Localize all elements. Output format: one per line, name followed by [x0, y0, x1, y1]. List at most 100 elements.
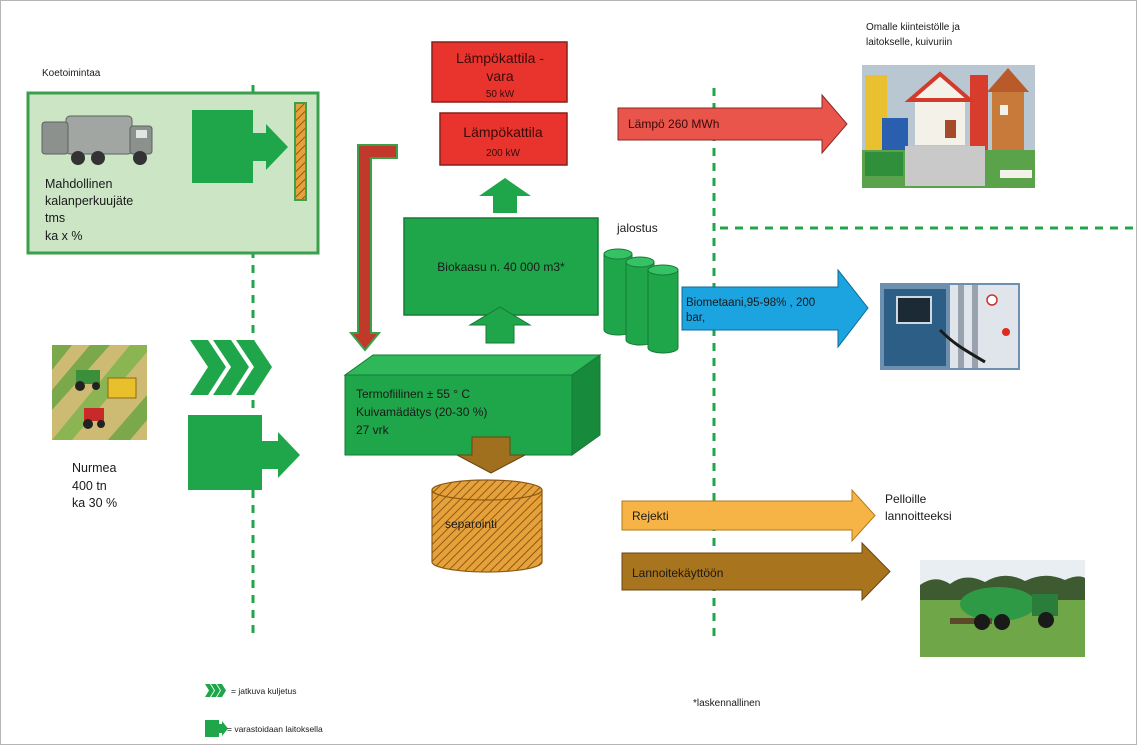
main-boiler-power: 200 kW	[486, 148, 520, 159]
lego-fence	[1000, 170, 1032, 178]
biogas-label: Biokaasu n. 40 000 m3*	[437, 260, 565, 274]
grass-line: Nurmea	[72, 461, 117, 475]
lego-house-roof	[904, 71, 976, 102]
trial-feedstock-line: kalanperkuujäte	[45, 194, 133, 208]
field-stripe	[108, 395, 147, 440]
gas-tank-top	[647, 264, 679, 276]
trial-feedstock-line: Mahdollinen	[45, 177, 112, 191]
tractor-wheel	[92, 382, 100, 390]
digester-front-face	[344, 374, 573, 456]
lego-house-photo	[862, 65, 1035, 188]
gas-tank-top	[603, 248, 633, 260]
reject-output-label: Rejekti	[632, 509, 669, 523]
legend-continuous-label: = jatkuva kuljetus	[231, 686, 296, 696]
upgrading-label: jalostus	[616, 221, 658, 235]
digester-top-face	[343, 354, 602, 376]
lego-tower-roof	[987, 68, 1029, 92]
emergency-button	[1002, 328, 1010, 336]
digester-to-biogas-arrow	[468, 306, 532, 344]
digester-line: 27 vrk	[356, 423, 390, 437]
reject-output-arrow	[621, 488, 876, 543]
biomethane-output-label: bar,	[686, 312, 705, 324]
digestate-down-arrow	[456, 436, 526, 474]
separation-tank	[431, 479, 543, 573]
slurry-tank	[960, 587, 1036, 621]
lego-tower	[992, 92, 1024, 150]
main-boiler-title: Lämpökattila	[463, 124, 543, 140]
storage-block-arrow-icon	[205, 720, 228, 737]
green-tractor	[76, 370, 100, 384]
tractor-wheel	[83, 419, 93, 429]
chevron-icon	[190, 340, 226, 395]
truck-rear	[41, 121, 69, 155]
gas-tank	[647, 269, 679, 354]
garbage-truck-icon	[41, 115, 153, 165]
digester-block	[343, 354, 602, 456]
continuous-transport-chevrons	[190, 340, 272, 395]
reserve-boiler-box	[431, 41, 568, 103]
field-stripe	[52, 345, 72, 370]
red-tractor	[84, 408, 104, 421]
yellow-trailer	[107, 377, 137, 399]
separation-tank-body	[431, 489, 543, 573]
warning-sign	[986, 294, 998, 306]
tractor-wheel	[97, 420, 105, 428]
reserve-boiler-subtitle: vara	[486, 68, 513, 84]
trial-heading: Koetoimintaa	[42, 68, 101, 79]
lego-gray-plate	[905, 146, 985, 186]
storage-block-arrow-icon	[188, 415, 300, 490]
fertilizer-output-label: Lannoitekäyttöön	[632, 566, 723, 580]
lego-yellow-block	[865, 75, 887, 150]
fertilizer-output-arrow	[621, 541, 891, 602]
lego-house-wall	[915, 98, 965, 145]
heat-output-label: Lämpö 260 MWh	[628, 117, 719, 131]
truck-wheel	[91, 151, 105, 165]
separation-label: separointi	[445, 517, 497, 531]
wheel	[1038, 612, 1054, 628]
heat-return-arrow	[348, 144, 398, 352]
biogas-box	[403, 217, 599, 316]
main-boiler-box	[439, 112, 568, 166]
chevron-icon	[236, 340, 272, 395]
digester-line: Kuivamädätys (20-30 %)	[356, 405, 487, 419]
chevron-icon	[205, 684, 214, 697]
truck-body	[65, 115, 133, 155]
tractor	[1032, 594, 1058, 616]
dispenser-pipe	[958, 285, 964, 368]
reserve-boiler-title: Lämpökattila -	[456, 50, 544, 66]
storage-block-arrow-icon	[192, 110, 288, 183]
biogas-to-boiler-arrow	[479, 178, 531, 213]
gas-tank-top	[625, 256, 655, 268]
hatched-feed-bar	[294, 102, 307, 201]
fuel-dispenser-photo	[880, 283, 1020, 370]
lego-house-door	[945, 120, 956, 138]
dispenser-hose	[938, 328, 986, 364]
lego-green-block	[865, 152, 903, 176]
biomethane-output-label: Biometaani,95-98% , 200	[686, 297, 815, 309]
trial-feedstock-line: tms	[45, 211, 65, 225]
trial-feedstock-line: ka x %	[45, 229, 83, 243]
grass-line: ka 30 %	[72, 496, 117, 510]
grass-line: 400 tn	[72, 479, 107, 493]
chevron-icon	[211, 684, 220, 697]
truck-wheel	[133, 151, 147, 165]
wheel	[994, 614, 1010, 630]
field-destination-line: lannoitteeksi	[885, 509, 952, 523]
chevron-icon	[213, 340, 249, 395]
legend-storage-label: = varastoidaan laitoksella	[227, 724, 323, 734]
separation-tank-top	[431, 479, 543, 501]
heat-destination-line: Omalle kiinteistölle ja	[866, 22, 960, 33]
digester-line: Termofiilinen ± 55 ° C	[356, 387, 470, 401]
truck-wheel	[71, 151, 85, 165]
truck-window	[136, 130, 147, 138]
biomethane-output-arrow	[681, 268, 869, 349]
footnote: *laskennallinen	[693, 698, 760, 709]
lego-blue-block	[882, 118, 908, 150]
wheel	[974, 614, 990, 630]
legend-continuous-icon	[205, 684, 226, 697]
field-destination-line: Pelloille	[885, 492, 927, 506]
lego-tower-window	[1000, 105, 1008, 115]
heat-destination-line: laitokselle, kuivuriin	[866, 37, 952, 48]
dispenser-screen	[896, 296, 932, 324]
